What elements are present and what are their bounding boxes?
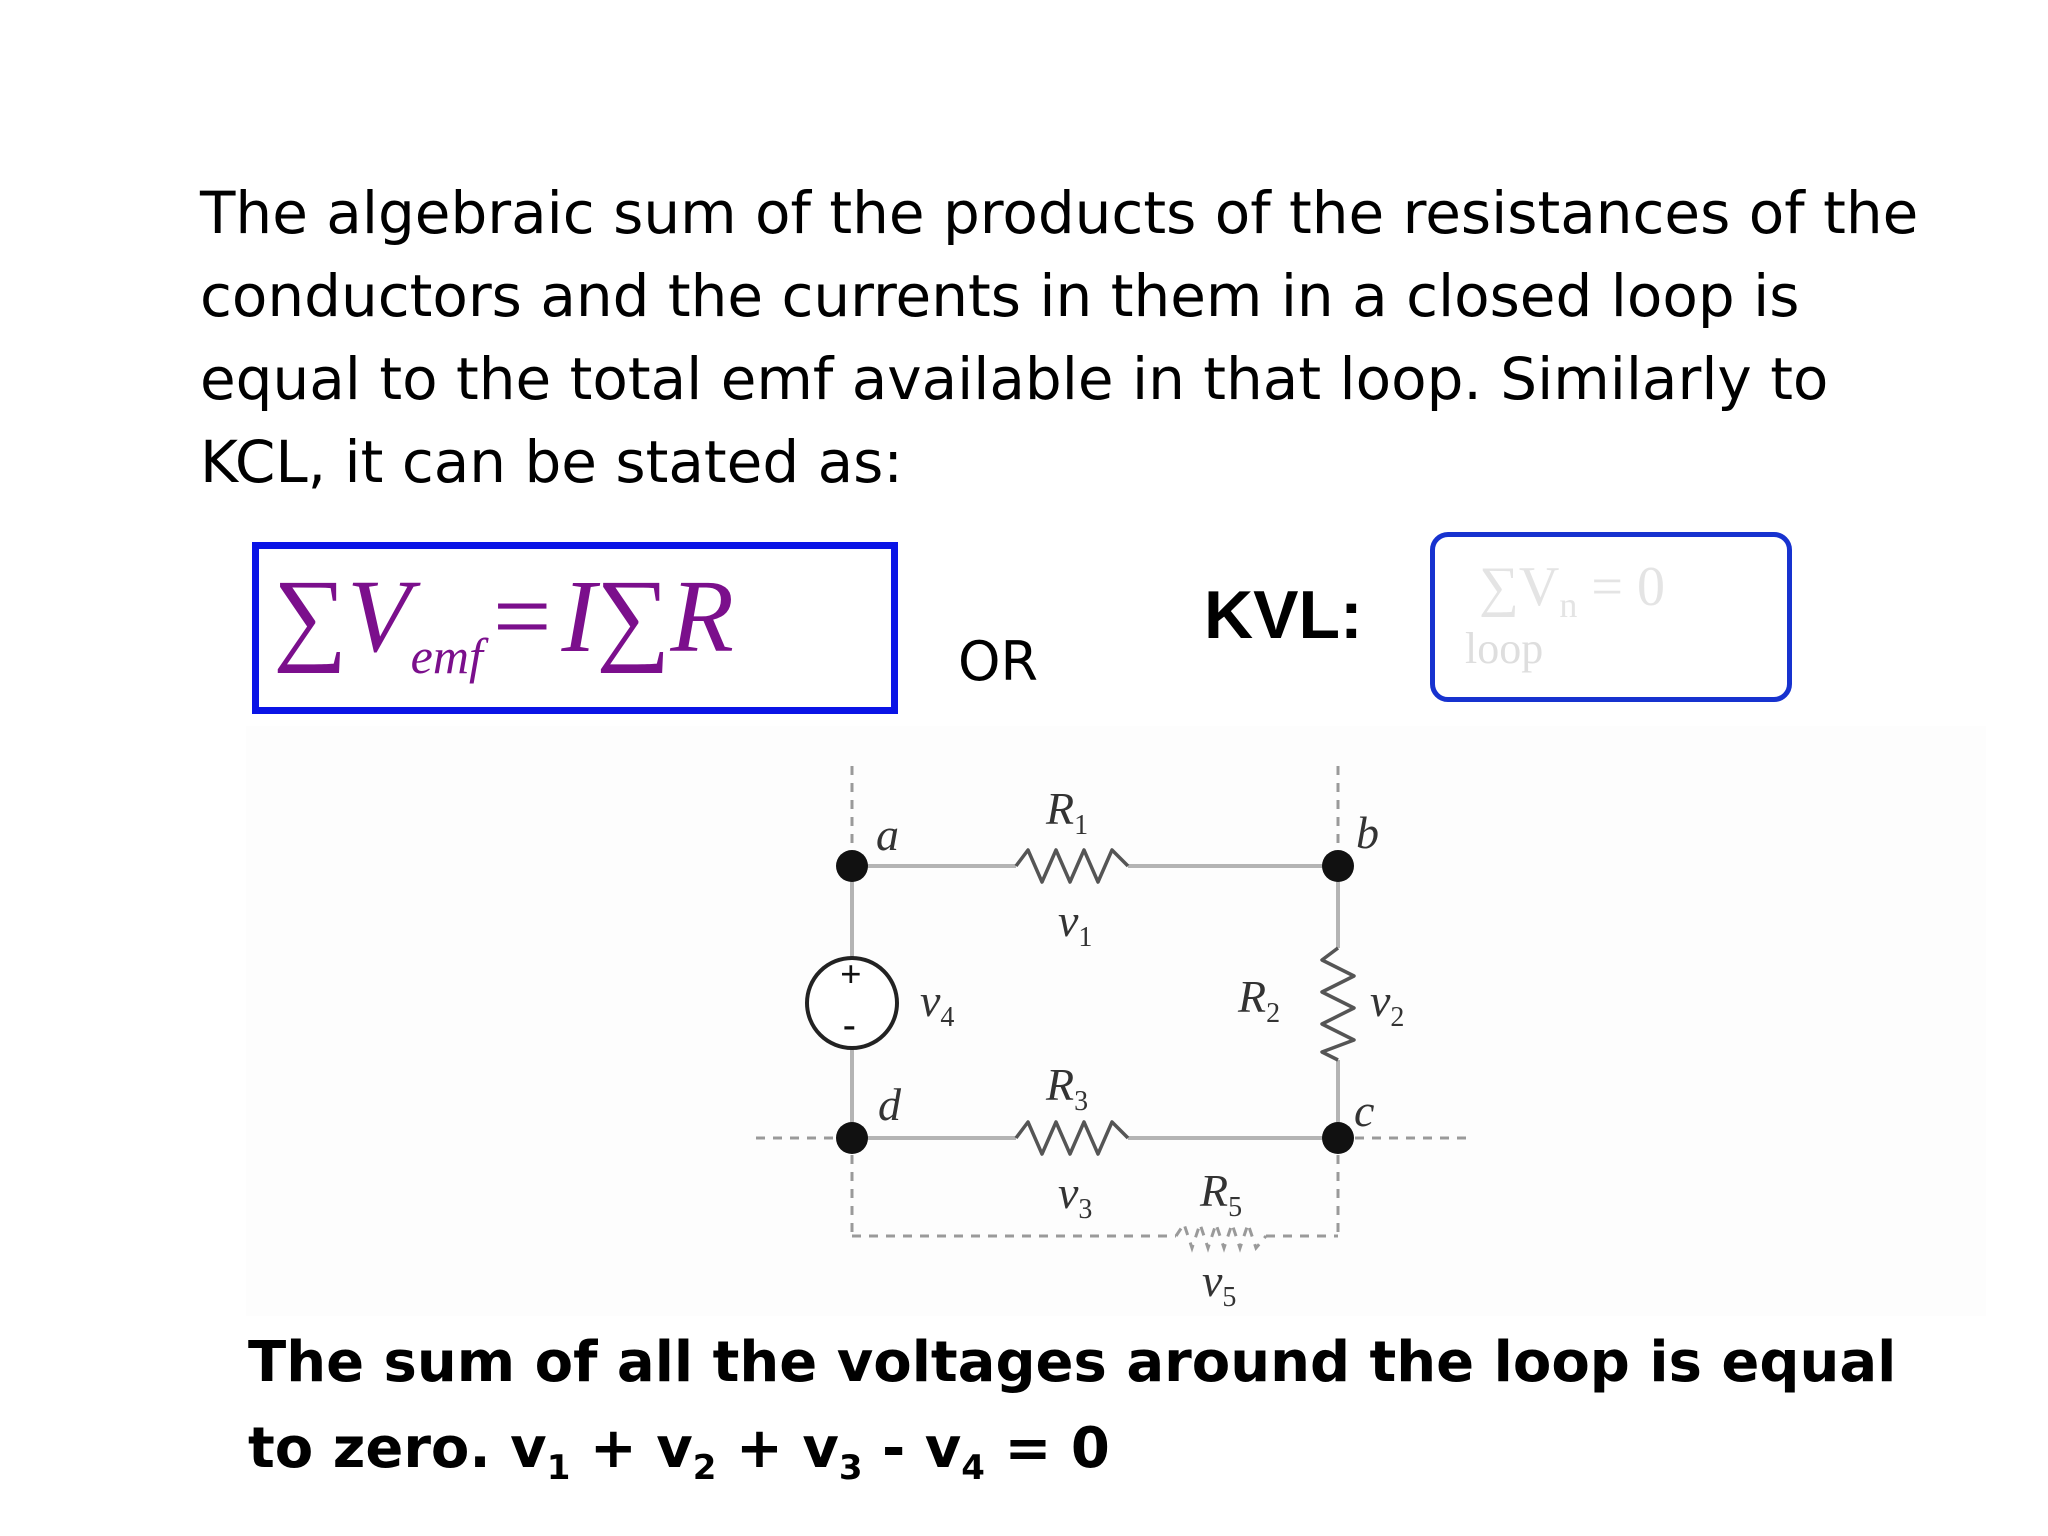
formula-emf-subscript: emf — [410, 628, 483, 684]
node-b-dot — [1322, 850, 1354, 882]
v2-letter: v — [1370, 975, 1391, 1026]
v4-label: v4 — [920, 978, 954, 1032]
or-label: OR — [958, 630, 1039, 693]
v3-subscript: 3 — [1078, 1194, 1093, 1226]
source-plus-sign: + — [840, 954, 862, 996]
v4-letter: v — [920, 975, 941, 1026]
v3-label: v3 — [1058, 1170, 1092, 1224]
r5-label: R5 — [1200, 1168, 1242, 1222]
v2-label: v2 — [1370, 978, 1404, 1032]
conclusion-part-1: + v — [570, 1416, 693, 1481]
node-c-dot — [1322, 1122, 1354, 1154]
r1-label: R1 — [1046, 786, 1088, 840]
emf-formula: ∑Vemf=I∑R — [273, 557, 734, 716]
resistor-r2 — [1320, 946, 1356, 1062]
formula-equals: = — [492, 559, 552, 674]
v3-letter: v — [1058, 1167, 1079, 1218]
node-c-label: c — [1354, 1085, 1375, 1136]
v4-subscript: 4 — [940, 1002, 955, 1034]
node-a-dot — [836, 850, 868, 882]
v5-letter: v — [1202, 1255, 1223, 1306]
r3-subscript: 3 — [1074, 1086, 1089, 1118]
sigma-symbol: ∑ — [596, 559, 671, 674]
v1-letter: v — [1058, 895, 1079, 946]
conclusion-part-4: = 0 — [984, 1416, 1110, 1481]
formula-v: V — [347, 559, 411, 674]
conclusion-sub-3: 3 — [838, 1448, 863, 1489]
voltage-source — [805, 956, 899, 1050]
v1-label: v1 — [1058, 898, 1092, 952]
conclusion-sub-2: 2 — [692, 1448, 717, 1489]
kvl-sigma: ∑ — [1479, 556, 1519, 618]
node-b-label: b — [1356, 807, 1379, 858]
node-d-label: d — [878, 1079, 901, 1130]
r5-subscript: 5 — [1228, 1192, 1243, 1224]
r2-label: R2 — [1238, 974, 1280, 1028]
node-d-dot — [836, 1122, 868, 1154]
circuit-drawing — [756, 766, 1466, 1253]
r5-letter: R — [1200, 1165, 1229, 1216]
r2-subscript: 2 — [1266, 998, 1281, 1030]
formula-r: R — [670, 559, 734, 674]
kvl-label: KVL: — [1204, 577, 1363, 653]
kvl-equals-zero: = 0 — [1577, 556, 1665, 618]
conclusion-text: The sum of all the voltages around the l… — [248, 1320, 1948, 1511]
conclusion-sentence: The sum of all the voltages around the l… — [248, 1330, 1897, 1481]
intro-paragraph: The algebraic sum of the products of the… — [200, 179, 1919, 496]
v2-subscript: 2 — [1390, 1002, 1405, 1034]
r3-label: R3 — [1046, 1062, 1088, 1116]
r3-letter: R — [1046, 1059, 1075, 1110]
conclusion-part-3: - v — [862, 1416, 962, 1481]
r1-subscript: 1 — [1074, 810, 1089, 842]
kvl-n-subscript: n — [1559, 585, 1578, 626]
source-minus-sign: - — [843, 1004, 856, 1046]
sigma-symbol: ∑ — [273, 559, 348, 674]
formula-i: I — [561, 559, 597, 674]
kvl-formula-box: ∑Vn = 0 loop — [1430, 532, 1792, 702]
conclusion-part-2: + v — [716, 1416, 839, 1481]
v1-subscript: 1 — [1078, 922, 1093, 954]
v5-subscript: 5 — [1222, 1282, 1237, 1314]
circuit-diagram: a b c d R1 v1 R2 v2 R3 v3 v4 R5 v5 + - — [246, 726, 1986, 1316]
kvl-loop-label: loop — [1465, 624, 1544, 673]
kvl-formula: ∑Vn = 0 — [1479, 557, 1665, 635]
v5-label: v5 — [1202, 1258, 1236, 1312]
conclusion-sub-4: 4 — [961, 1448, 985, 1489]
resistor-r3 — [1014, 1120, 1130, 1156]
node-a-label: a — [876, 809, 899, 860]
emf-formula-box: ∑Vemf=I∑R — [252, 542, 898, 714]
r2-letter: R — [1238, 971, 1267, 1022]
r1-letter: R — [1046, 783, 1075, 834]
resistor-r1 — [1014, 848, 1130, 884]
kvl-v: V — [1518, 556, 1560, 618]
conclusion-sub-1: 1 — [546, 1448, 571, 1489]
